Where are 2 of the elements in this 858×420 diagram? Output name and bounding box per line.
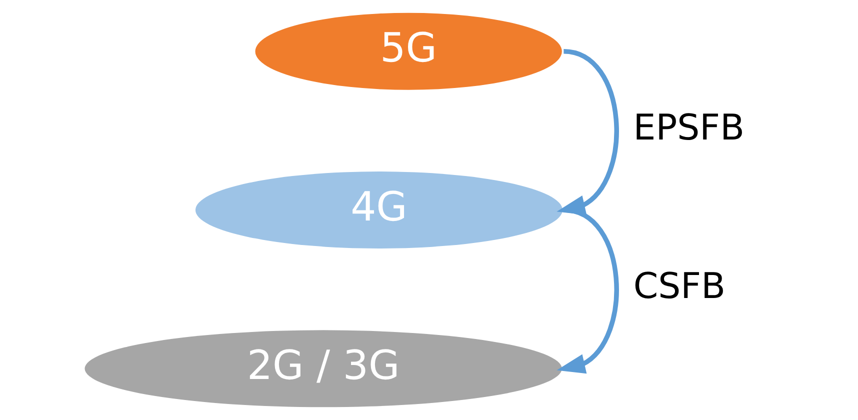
edge-label: CSFB (633, 266, 726, 308)
edge-label: EPSFB (633, 108, 744, 149)
